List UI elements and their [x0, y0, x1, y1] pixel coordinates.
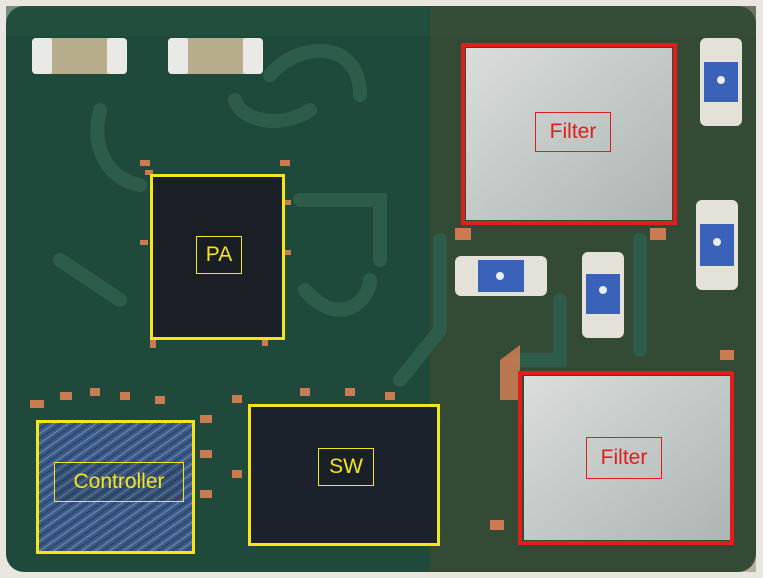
- filter-bottom-label: Filter: [586, 437, 662, 479]
- pa-annotation-box: [150, 174, 285, 340]
- copper-pads: [30, 160, 734, 530]
- capacitor-icon: [32, 38, 127, 74]
- blue-smd-component-icon: [696, 200, 738, 290]
- blue-smd-component-icon: [582, 252, 624, 338]
- controller-annotation-box: [36, 420, 195, 554]
- sw-label: SW: [318, 448, 374, 486]
- filter-top-label: Filter: [535, 112, 611, 152]
- pa-label: PA: [196, 236, 242, 274]
- filter-bottom-annotation-box: [518, 371, 734, 545]
- blue-smd-component-icon: [700, 38, 742, 126]
- copper-traces: [53, 43, 647, 387]
- blue-smd-component-icon: [455, 256, 547, 296]
- controller-label: Controller: [54, 462, 184, 502]
- filter-top-annotation-box: [461, 43, 677, 225]
- filter-bottom-body: [524, 376, 730, 540]
- sw-annotation-box: [248, 404, 440, 546]
- pa-die: [153, 176, 283, 338]
- controller-die: [38, 422, 193, 552]
- sw-die: [250, 406, 438, 544]
- capacitor-icon: [168, 38, 263, 74]
- filter-top-body: [466, 48, 672, 220]
